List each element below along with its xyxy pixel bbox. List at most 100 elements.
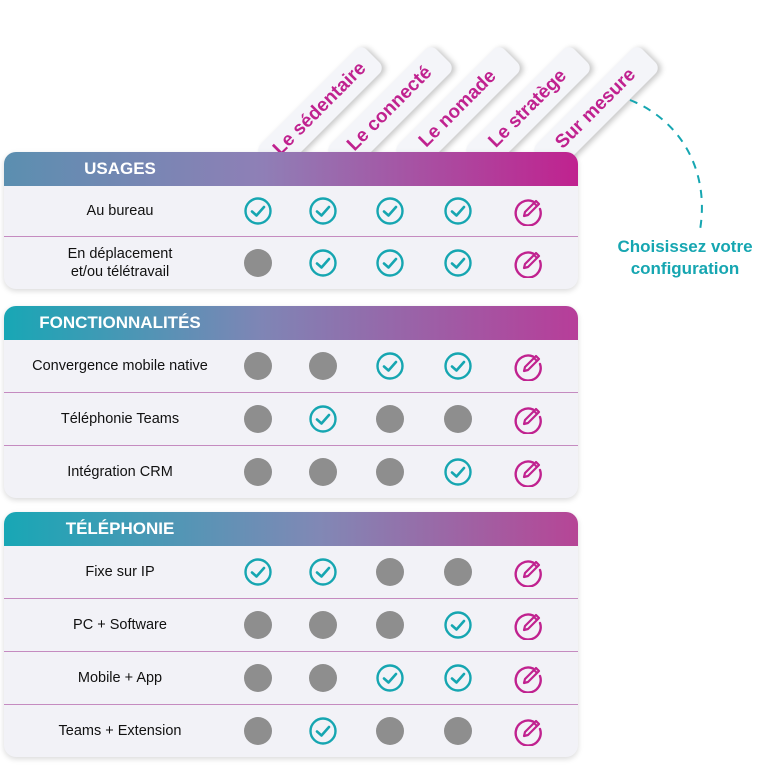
cell-le-stratège <box>443 716 473 746</box>
cell-sur-mesure <box>513 404 543 434</box>
section-header: USAGES <box>4 152 578 186</box>
section-header: TÉLÉPHONIE <box>4 512 578 546</box>
cell-sur-mesure <box>513 610 543 640</box>
unavailable-dot-icon <box>244 717 272 745</box>
check-circle-icon <box>309 197 337 225</box>
row-label: Convergence mobile native <box>32 358 208 374</box>
section-header: FONCTIONNALITÉS <box>4 306 578 340</box>
cell-le-nomade <box>375 457 405 487</box>
section-title: USAGES <box>84 159 156 178</box>
configuration-callout: Choisissez votre configuration <box>600 236 768 280</box>
section-0: USAGES Au bureau En déplacement et/ou télé… <box>4 152 578 289</box>
cell-le-sédentaire <box>243 351 273 381</box>
cell-le-sédentaire <box>243 663 273 693</box>
table-row: Téléphonie Teams <box>4 392 578 445</box>
check-circle-icon <box>376 664 404 692</box>
cell-le-sédentaire <box>243 196 273 226</box>
edit-pencil-icon <box>514 560 542 587</box>
edit-pencil-icon <box>514 666 542 693</box>
cell-le-connecté <box>308 457 338 487</box>
check-circle-icon <box>444 197 472 225</box>
cell-le-nomade <box>375 557 405 587</box>
unavailable-dot-icon <box>244 611 272 639</box>
row-label: Intégration CRM <box>67 464 173 480</box>
check-circle-icon <box>444 249 472 277</box>
table-row: Teams + Extension <box>4 704 578 757</box>
edit-pencil-icon <box>514 719 542 746</box>
row-label: PC + Software <box>73 617 167 633</box>
cell-le-sédentaire <box>243 248 273 278</box>
edit-pencil-icon <box>514 613 542 640</box>
unavailable-dot-icon <box>309 611 337 639</box>
table-row: En déplacement et/ou télétravail <box>4 236 578 289</box>
section-1: FONCTIONNALITÉS Convergence mobile native… <box>4 306 578 498</box>
cell-le-nomade <box>375 610 405 640</box>
cell-le-stratège <box>443 351 473 381</box>
table-row: Convergence mobile native <box>4 340 578 392</box>
cell-le-connecté <box>308 196 338 226</box>
cell-sur-mesure <box>513 196 543 226</box>
unavailable-dot-icon <box>444 717 472 745</box>
table-row: Intégration CRM <box>4 445 578 498</box>
cell-le-nomade <box>375 351 405 381</box>
cell-le-stratège <box>443 457 473 487</box>
check-circle-icon <box>444 611 472 639</box>
table-row: Au bureau <box>4 186 578 236</box>
cell-le-stratège <box>443 663 473 693</box>
row-label: En déplacement et/ou télétravail <box>67 246 173 280</box>
unavailable-dot-icon <box>244 352 272 380</box>
section-title: FONCTIONNALITÉS <box>39 313 201 332</box>
cell-le-stratège <box>443 404 473 434</box>
dashed-arrow-icon <box>629 99 703 231</box>
check-circle-icon <box>309 717 337 745</box>
cell-le-connecté <box>308 404 338 434</box>
cell-sur-mesure <box>513 716 543 746</box>
check-circle-icon <box>244 558 272 586</box>
edit-pencil-icon <box>514 199 542 226</box>
table-row: PC + Software <box>4 598 578 651</box>
table-row: Fixe sur IP <box>4 546 578 598</box>
check-circle-icon <box>309 558 337 586</box>
unavailable-dot-icon <box>309 352 337 380</box>
unavailable-dot-icon <box>244 664 272 692</box>
cell-le-nomade <box>375 716 405 746</box>
cell-le-sédentaire <box>243 457 273 487</box>
cell-le-stratège <box>443 557 473 587</box>
cell-sur-mesure <box>513 457 543 487</box>
cell-le-stratège <box>443 610 473 640</box>
unavailable-dot-icon <box>444 558 472 586</box>
edit-pencil-icon <box>514 407 542 434</box>
cell-le-connecté <box>308 663 338 693</box>
cell-le-connecté <box>308 248 338 278</box>
edit-pencil-icon <box>514 460 542 487</box>
check-circle-icon <box>309 249 337 277</box>
cell-sur-mesure <box>513 248 543 278</box>
check-circle-icon <box>376 197 404 225</box>
section-title: TÉLÉPHONIE <box>65 519 175 538</box>
cell-sur-mesure <box>513 663 543 693</box>
row-label: Mobile + App <box>77 670 163 686</box>
cell-le-sédentaire <box>243 610 273 640</box>
cell-sur-mesure <box>513 557 543 587</box>
cell-le-sédentaire <box>243 716 273 746</box>
check-circle-icon <box>309 405 337 433</box>
check-circle-icon <box>444 458 472 486</box>
cell-le-stratège <box>443 248 473 278</box>
callout-line-2: configuration <box>630 259 740 278</box>
unavailable-dot-icon <box>309 664 337 692</box>
cell-le-stratège <box>443 196 473 226</box>
check-circle-icon <box>444 664 472 692</box>
unavailable-dot-icon <box>244 458 272 486</box>
cell-le-connecté <box>308 610 338 640</box>
cell-le-connecté <box>308 351 338 381</box>
row-label: Teams + Extension <box>58 723 182 739</box>
callout-line-1: Choisissez votre <box>617 237 753 256</box>
row-label: Fixe sur IP <box>85 564 155 580</box>
check-circle-icon <box>444 352 472 380</box>
cell-le-nomade <box>375 196 405 226</box>
cell-le-sédentaire <box>243 404 273 434</box>
cell-sur-mesure <box>513 351 543 381</box>
cell-le-nomade <box>375 663 405 693</box>
row-label: Téléphonie Teams <box>60 411 180 427</box>
